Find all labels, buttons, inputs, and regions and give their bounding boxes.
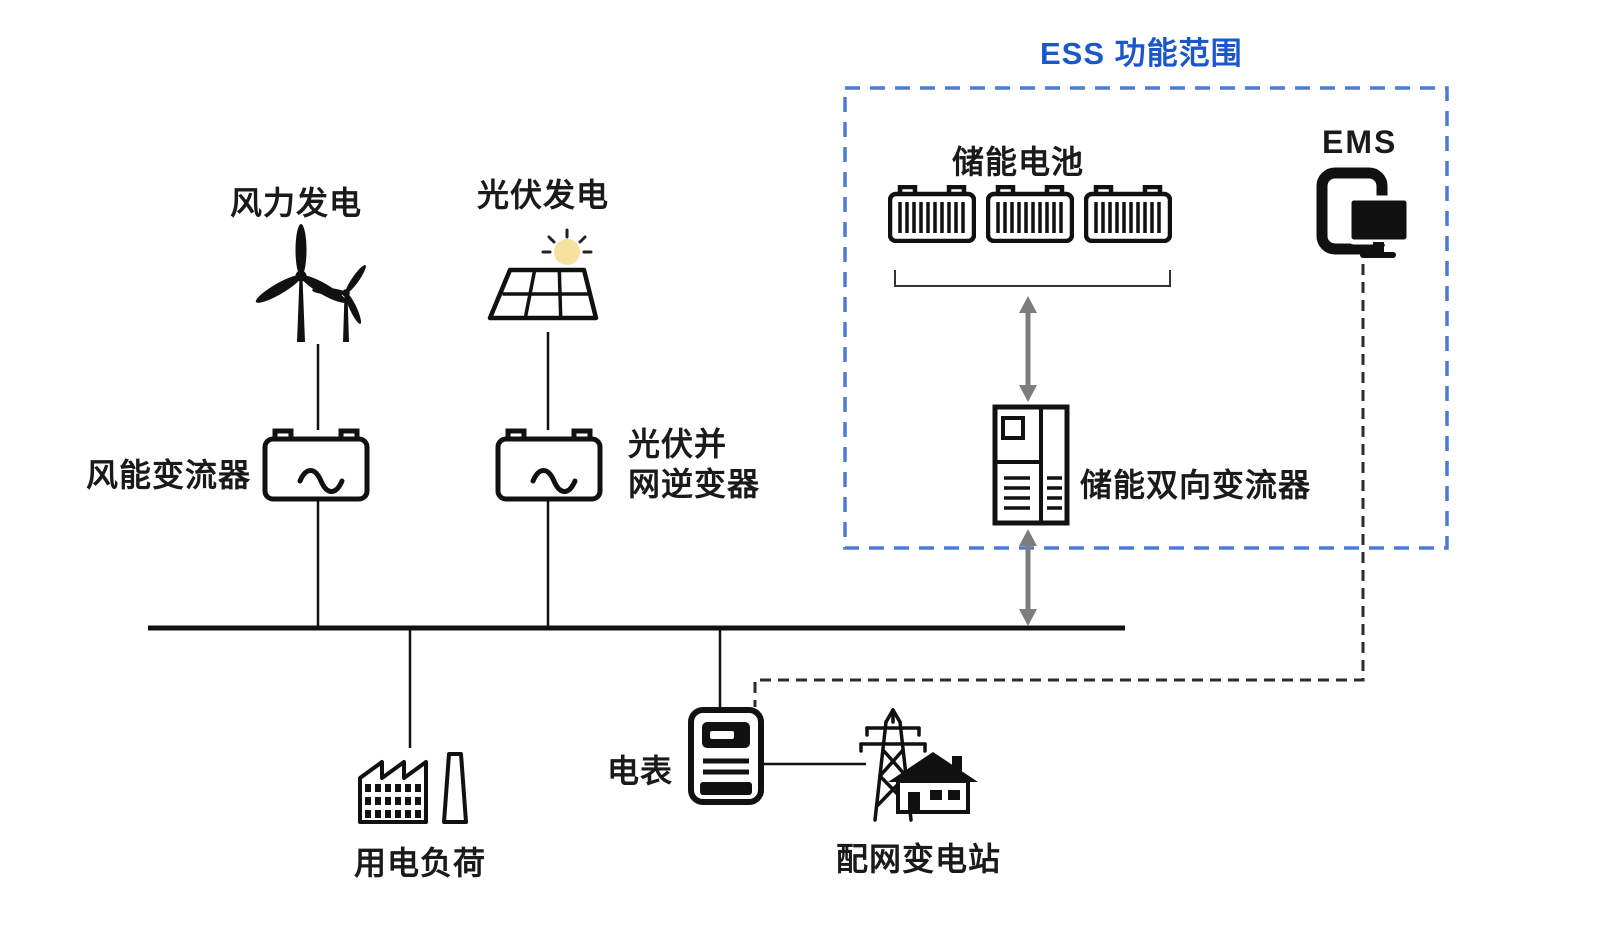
substation-label: 配网变电站 [836,841,1002,877]
battery-icon [986,185,1074,243]
ems-label: EMS [1322,124,1398,160]
meter-icon [688,707,764,805]
ess-scope-box [843,86,1449,550]
wind-converter-icon [262,428,370,502]
ems-control-dashed-line [753,264,1365,707]
ess-scope-title: ESS 功能范围 [1040,36,1243,71]
battery-icon [1084,185,1172,243]
battery-group-bracket [894,270,1171,287]
converter-bus-arrow [1019,529,1037,626]
pv-label: 光伏发电 [477,177,610,213]
wind-label: 风力发电 [230,185,363,221]
storage-converter-icon [992,404,1070,526]
meter-label: 电表 [607,753,674,789]
storage-converter-label: 储能双向变流器 [1080,467,1312,503]
load-label: 用电负荷 [354,845,487,881]
substation-house-icon [888,752,978,814]
battery-label: 储能电池 [952,144,1085,180]
wind-turbine-icon [255,224,366,342]
battery-converter-arrow [1019,296,1037,402]
factory-icon [358,752,468,824]
ems-icon [1316,167,1412,258]
pv-inverter-label-line1: 光伏并 [628,426,728,462]
pv-inverter-icon [495,428,603,502]
wind-converter-label: 风能变流器 [86,457,252,493]
solar-panel-icon [487,228,599,321]
sun-glow [554,239,580,265]
pv-inverter-label-line2: 网逆变器 [628,466,761,502]
battery-icon [888,185,976,243]
